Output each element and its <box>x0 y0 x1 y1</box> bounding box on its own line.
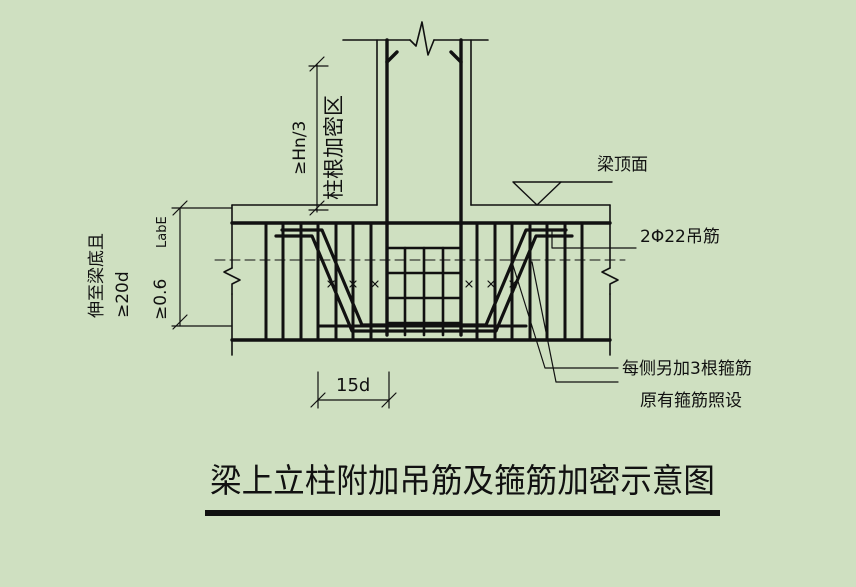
column-ties <box>385 246 463 337</box>
beam-top-label: 梁顶面 <box>597 155 648 175</box>
beam-stirrups <box>264 221 584 342</box>
beam-outline <box>223 204 619 356</box>
dim-15d-label: 15d <box>336 375 370 396</box>
column-outline <box>342 21 489 206</box>
beam-top-mark <box>512 181 613 206</box>
column-zone-dimension <box>308 56 329 216</box>
column-bars <box>385 38 463 337</box>
anchor-label-2: ≥20d <box>113 271 133 318</box>
column-zone-label: 柱根加密区 <box>322 95 346 200</box>
existing-stirrups-label: 原有箍筋照设 <box>640 391 742 411</box>
bar-section-dots <box>327 280 517 288</box>
leader-lines <box>511 231 637 383</box>
dimension-15d <box>310 371 397 409</box>
extra-stirrups-label: 每侧另加3根箍筋 <box>622 359 752 379</box>
hn3-label: ≥Hn/3 <box>290 121 310 175</box>
anchor-label-1: 伸至梁底且 <box>87 233 107 318</box>
lae-label: LabE <box>155 216 170 248</box>
hanger-bars-label: 2Φ22吊筋 <box>640 227 720 247</box>
anchor-dimension <box>171 200 233 330</box>
drawing-title: 梁上立柱附加吊筋及箍筋加密示意图 <box>210 461 715 500</box>
lae-prefix-label: ≥0.6 <box>151 279 171 320</box>
